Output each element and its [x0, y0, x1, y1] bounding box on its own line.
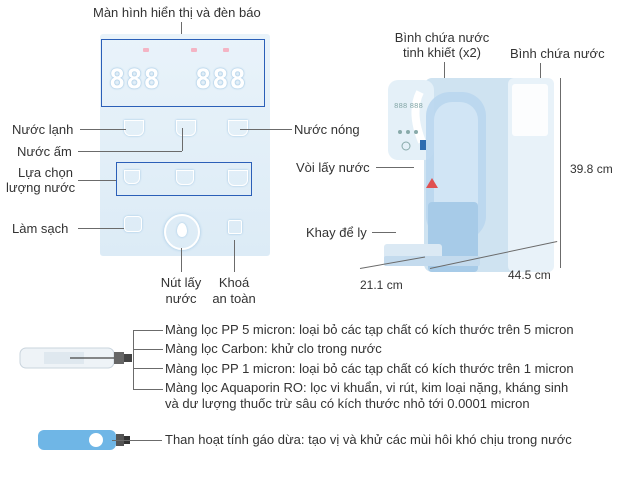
filter-pp5: Màng lọc PP 5 micron: loại bỏ các tạp ch… [165, 322, 574, 337]
filter-ro-2: và dư lượng thuốc trừ sâu có kích thước … [165, 396, 530, 411]
control-panel: 888 888 [100, 34, 270, 256]
leader-tray [372, 232, 396, 233]
filter-bracket [133, 330, 134, 390]
leader-faucet [376, 167, 414, 168]
display-left-digits: 888 [109, 64, 161, 95]
filter-pp1: Màng lọc PP 1 micron: loại bỏ các tạp ch… [165, 361, 574, 376]
leader-lock [234, 240, 235, 272]
label-clean: Làm sạch [12, 221, 69, 236]
label-dispense-2: nước [165, 291, 197, 306]
display-screen: 888 888 [103, 40, 263, 104]
display-right-digits: 888 [195, 64, 247, 95]
filter-coconut: Than hoạt tính gáo dừa: tạo vị và khử cá… [165, 432, 572, 447]
coconut-leader [112, 440, 162, 441]
cold-water-icon[interactable] [124, 120, 144, 136]
volume-highlight-box [116, 162, 252, 196]
leader-warm [78, 151, 182, 152]
label-hot-water: Nước nóng [294, 122, 360, 137]
volume-large-icon[interactable] [228, 170, 248, 186]
leader-dispense [181, 248, 182, 272]
label-cold-water: Nước lạnh [12, 122, 74, 137]
panel-title-leader [181, 22, 182, 40]
label-volume-2: lượng nước [6, 180, 76, 195]
label-lock-2: an toàn [212, 291, 256, 306]
label-tray: Khay để ly [306, 225, 367, 240]
label-warm-water: Nước ấm [17, 144, 72, 159]
hot-water-icon[interactable] [228, 120, 248, 136]
dim-height-line [560, 78, 561, 268]
dim-depth: 44.5 cm [508, 268, 551, 282]
leader-cold [80, 129, 126, 130]
svg-text:888 888: 888 888 [394, 102, 423, 110]
volume-small-icon[interactable] [124, 170, 140, 184]
filter-ro-1: Màng lọc Aquaporin RO: lọc vi khuẩn, vi … [165, 380, 569, 395]
dim-width: 21.1 cm [360, 278, 403, 292]
clean-icon[interactable] [124, 216, 142, 232]
label-faucet: Vòi lấy nước [296, 160, 370, 175]
volume-medium-icon[interactable] [176, 170, 194, 185]
label-tank: Bình chứa nước [510, 46, 605, 61]
label-dispense-1: Nút lấy [160, 275, 202, 290]
label-tank-pure-1: Bình chứa nước [394, 30, 490, 45]
leader-clean [78, 228, 124, 229]
leader-volume [78, 180, 116, 181]
panel-title: Màn hình hiển thị và đèn báo [93, 5, 261, 20]
leader-hot [240, 129, 292, 130]
warm-water-icon[interactable] [176, 120, 196, 136]
label-volume-1: Lựa chọn [18, 165, 73, 180]
lock-icon[interactable] [228, 220, 242, 234]
dispense-button[interactable] [164, 214, 200, 250]
filter-carbon: Màng lọc Carbon: khử clo trong nước [165, 341, 382, 356]
filter-cartridge-image [19, 347, 132, 369]
display-highlight-box [101, 39, 265, 107]
dim-height: 39.8 cm [570, 162, 613, 176]
label-lock-1: Khoá [218, 275, 250, 290]
water-drop-icon [177, 223, 187, 237]
label-tank-pure-2: tinh khiết (x2) [402, 45, 482, 60]
water-purifier-image: 888 888 [384, 78, 554, 272]
